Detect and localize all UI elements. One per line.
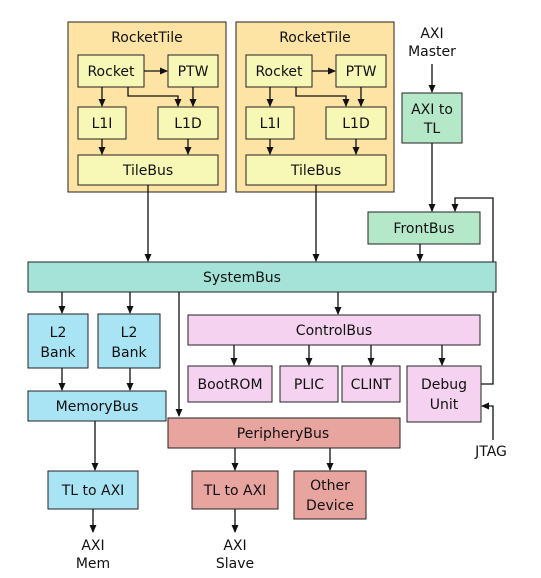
l2-bank-line1: L2	[121, 325, 138, 341]
axi-mem-line1: AXI	[81, 538, 104, 554]
tl-to-axi-slave-label: TL to AXI	[203, 483, 267, 499]
ptw-box	[335, 54, 387, 88]
rocket-tile-1: RocketTile Rocket PTW L1I L1D TileBus	[67, 21, 227, 193]
tile-title: RocketTile	[111, 30, 183, 46]
debug-unit	[406, 365, 482, 423]
frontbus-label: FrontBus	[393, 221, 454, 237]
l1i-label: L1I	[92, 116, 113, 132]
axi-slave-line1: AXI	[223, 538, 246, 554]
tl-to-axi-mem	[47, 470, 139, 510]
axi-slave-line2: Slave	[216, 556, 254, 572]
frontbus	[367, 211, 481, 245]
l1d-label: L1D	[342, 116, 370, 132]
l1i-cache	[245, 106, 295, 140]
axi-master-label-line2: Master	[408, 44, 456, 60]
l2-bank-line1: L2	[50, 325, 67, 341]
rocket-tile-2: RocketTile Rocket PTW L1I L1D TileBus	[235, 21, 395, 193]
l2-bank-1	[27, 313, 89, 369]
l2-bank-2	[97, 313, 161, 369]
tilebus	[77, 154, 219, 186]
rocket-label: Rocket	[87, 64, 135, 80]
plic-label: PLIC	[294, 377, 324, 393]
tilebus-label: TileBus	[122, 163, 173, 179]
ptw-label: PTW	[178, 64, 209, 80]
controlbus	[187, 314, 481, 346]
tl-to-axi-slave	[191, 470, 279, 510]
memorybus-label: MemoryBus	[56, 399, 139, 415]
l2-bank-line2: Bank	[111, 345, 147, 361]
l1d-label: L1D	[174, 116, 202, 132]
clint	[341, 365, 401, 403]
l1d-cache	[325, 106, 387, 140]
other-device-line1: Other	[310, 478, 350, 494]
axi-to-tl-line1: AXI to	[411, 102, 453, 118]
peripherybus	[167, 417, 401, 449]
clint-label: CLINT	[351, 377, 392, 393]
tilebus-label: TileBus	[290, 163, 341, 179]
bootrom	[187, 365, 273, 403]
tile-title: RocketTile	[279, 30, 351, 46]
debug-unit-line1: Debug	[421, 377, 467, 393]
systembus-label: SystemBus	[203, 270, 281, 286]
rocket-core	[77, 54, 145, 88]
axi-to-tl-line2: TL	[423, 121, 441, 137]
axi-master-label-line1: AXI	[420, 26, 443, 42]
tl-to-axi-mem-label: TL to AXI	[61, 483, 125, 499]
other-device-line2: Device	[306, 498, 354, 514]
l1i-cache	[77, 106, 127, 140]
rocket-label: Rocket	[255, 64, 303, 80]
l1i-label: L1I	[260, 116, 281, 132]
plic	[279, 365, 339, 403]
axi-mem-line2: Mem	[76, 556, 110, 572]
memorybus	[27, 390, 167, 422]
debug-unit-line2: Unit	[430, 397, 459, 413]
l2-bank-line2: Bank	[40, 345, 76, 361]
jtag-label: JTAG	[474, 444, 507, 460]
axi-to-tl-box	[401, 92, 463, 144]
ptw-label: PTW	[346, 64, 377, 80]
bootrom-label: BootROM	[197, 377, 262, 393]
tilebus	[245, 154, 387, 186]
peripherybus-label: PeripheryBus	[237, 426, 329, 442]
controlbus-label: ControlBus	[296, 323, 372, 339]
other-device	[293, 470, 367, 520]
systembus	[27, 261, 497, 293]
